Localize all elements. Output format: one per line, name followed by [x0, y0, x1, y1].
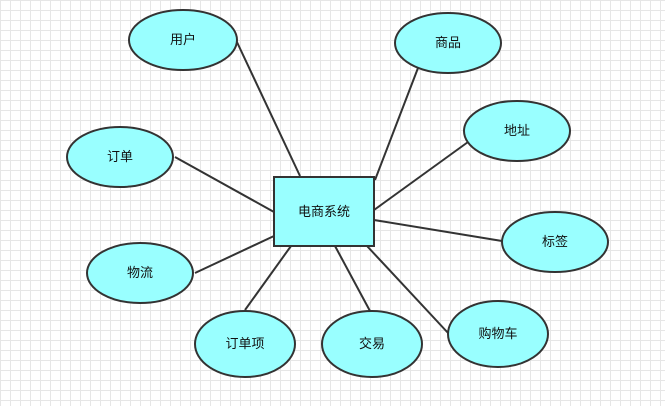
connector-trade	[334, 245, 371, 312]
entity-order-item[interactable]: 订单项	[194, 310, 296, 378]
entity-product-ellipse	[394, 12, 502, 74]
connector-order	[174, 156, 275, 213]
entity-cart[interactable]: 购物车	[447, 300, 549, 368]
entity-user-ellipse	[128, 9, 238, 71]
entity-order-ellipse	[66, 126, 174, 188]
entity-logistics[interactable]: 物流	[86, 242, 194, 304]
connector-order-item	[244, 245, 292, 311]
entity-order-item-ellipse	[194, 310, 296, 378]
entity-trade-ellipse	[321, 310, 423, 378]
entity-address-label: 地址	[504, 124, 530, 139]
entity-order-label: 订单	[107, 150, 133, 165]
entity-logistics-label: 物流	[127, 266, 153, 281]
center-label: 电商系统	[298, 205, 350, 220]
entity-order-item-label: 订单项	[225, 337, 264, 352]
entity-trade[interactable]: 交易	[321, 310, 423, 378]
entity-cart-ellipse	[447, 300, 549, 368]
entity-cart-label: 购物车	[478, 326, 517, 342]
entity-address[interactable]: 地址	[463, 100, 571, 162]
connector-logistics	[194, 235, 275, 274]
entity-tag-ellipse	[501, 211, 609, 273]
connector-tag	[373, 219, 503, 242]
center-box	[273, 176, 375, 247]
entity-trade-label: 交易	[359, 336, 385, 352]
center-node[interactable]: 电商系统	[273, 176, 375, 247]
connector-product	[374, 67, 419, 181]
entity-tag[interactable]: 标签	[501, 211, 609, 273]
entity-user[interactable]: 用户	[128, 9, 238, 71]
connector-user	[235, 39, 301, 177]
entity-product[interactable]: 商品	[394, 12, 502, 74]
entity-order[interactable]: 订单	[66, 126, 174, 188]
connector-cart	[366, 245, 450, 335]
entity-user-label: 用户	[170, 32, 196, 48]
connector-lines	[174, 39, 503, 335]
entity-product-label: 商品	[435, 36, 461, 51]
entity-address-ellipse	[463, 100, 571, 162]
connector-address	[373, 141, 469, 211]
entity-tag-label: 标签	[542, 234, 568, 250]
entity-logistics-ellipse	[86, 242, 194, 304]
